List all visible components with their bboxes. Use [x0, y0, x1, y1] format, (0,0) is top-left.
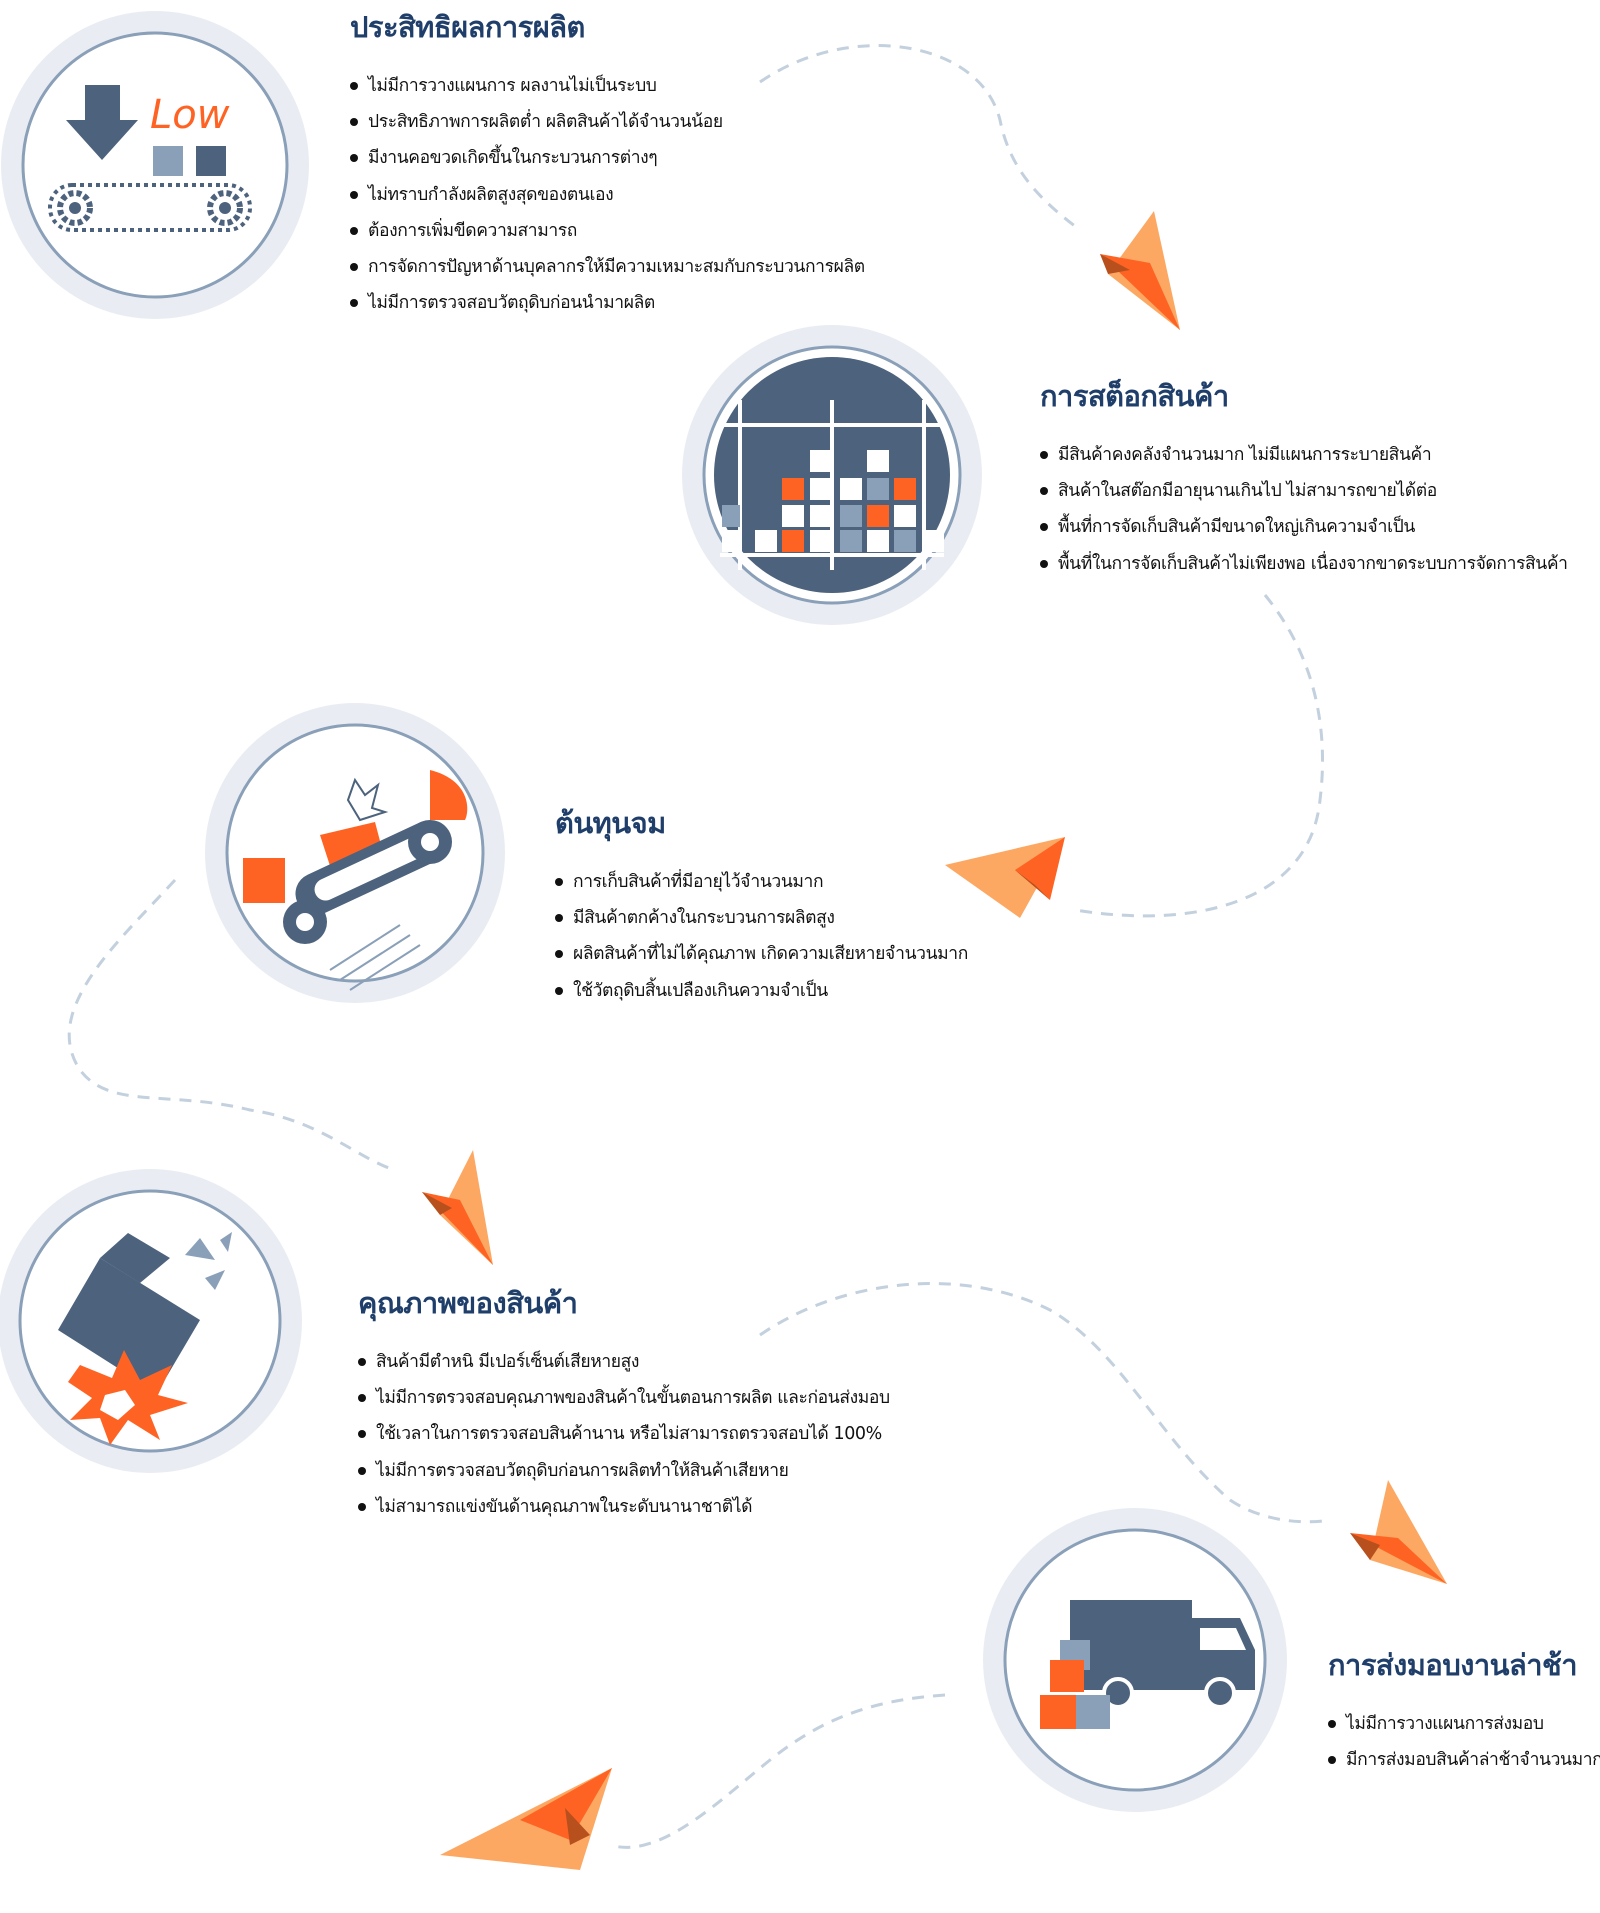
- list-item: สินค้ามีตำหนิ มีเปอร์เซ็นต์เสียหายสูง: [358, 1344, 890, 1380]
- list-item: การเก็บสินค้าที่มีอายุไว้จำนวนมาก: [555, 864, 968, 900]
- paper-plane-icon: [945, 837, 1065, 918]
- section-product-quality: คุณภาพของสินค้า สินค้ามีตำหนิ มีเปอร์เซ็…: [358, 1280, 890, 1525]
- section-late-delivery: การส่งมอบงานล่าช้า ไม่มีการวางแผนการส่งม…: [1328, 1642, 1600, 1778]
- list-item: ใช้วัตถุดิบสิ้นเปลืองเกินความจำเป็น: [555, 973, 968, 1009]
- section-title: การสต็อกสินค้า: [1040, 379, 1229, 413]
- paper-plane-icon: [1100, 211, 1180, 330]
- list-item: มีงานคอขวดเกิดขึ้นในกระบวนการต่างๆ: [350, 140, 865, 176]
- delivery-truck-icon: [983, 1508, 1287, 1812]
- list-item: มีการส่งมอบสินค้าล่าช้าจำนวนมาก: [1328, 1742, 1600, 1778]
- list-item: ไม่มีการตรวจสอบวัตถุดิบก่อนนำมาผลิต: [350, 285, 865, 321]
- section-title: คุณภาพของสินค้า: [358, 1286, 578, 1320]
- list-item: ไม่มีการตรวจสอบวัตถุดิบก่อนการผลิตทำให้ส…: [358, 1453, 890, 1489]
- section-sunk-cost: ต้นทุนจม การเก็บสินค้าที่มีอายุไว้จำนวนม…: [555, 800, 968, 1009]
- bullet-list: การเก็บสินค้าที่มีอายุไว้จำนวนมาก มีสินค…: [555, 864, 968, 1009]
- broken-conveyor-icon: [205, 703, 505, 1003]
- list-item: มีสินค้าตกค้างในกระบวนการผลิตสูง: [555, 900, 968, 936]
- list-item: ผลิตสินค้าที่ไม่ได้คุณภาพ เกิดความเสียหา…: [555, 936, 968, 972]
- list-item: ใช้เวลาในการตรวจสอบสินค้านาน หรือไม่สามา…: [358, 1416, 890, 1452]
- paper-plane-icon: [440, 1768, 612, 1870]
- list-item: ไม่มีการวางแผนการส่งมอบ: [1328, 1706, 1600, 1742]
- list-item: สินค้าในสต๊อกมีอายุนานเกินไป ไม่สามารถขา…: [1040, 473, 1568, 509]
- section-title: ประสิทธิผลการผลิต: [350, 10, 585, 44]
- damaged-box-icon: [0, 1169, 302, 1473]
- low-production-conveyor-icon: Low: [1, 11, 309, 319]
- warehouse-shelf-icon: [682, 325, 982, 625]
- list-item: ต้องการเพิ่มขีดความสามารถ: [350, 213, 865, 249]
- section-inventory: การสต็อกสินค้า มีสินค้าคงคลังจำนวนมาก ไม…: [1040, 373, 1568, 582]
- list-item: พื้นที่การจัดเก็บสินค้ามีขนาดใหญ่เกินควา…: [1040, 509, 1568, 545]
- list-item: ประสิทธิภาพการผลิตต่ำ ผลิตสินค้าได้จำนวน…: [350, 104, 865, 140]
- dashed-path: [67, 44, 1331, 1849]
- list-item: การจัดการปัญหาด้านบุคลากรให้มีความเหมาะส…: [350, 249, 865, 285]
- section-production-efficiency: ประสิทธิผลการผลิต ไม่มีการวางแผนการ ผลงา…: [350, 4, 865, 321]
- bullet-list: มีสินค้าคงคลังจำนวนมาก ไม่มีแผนการระบายส…: [1040, 437, 1568, 582]
- list-item: มีสินค้าคงคลังจำนวนมาก ไม่มีแผนการระบายส…: [1040, 437, 1568, 473]
- bullet-list: สินค้ามีตำหนิ มีเปอร์เซ็นต์เสียหายสูง ไม…: [358, 1344, 890, 1525]
- low-label: Low: [150, 92, 230, 138]
- bullet-list: ไม่มีการวางแผนการส่งมอบ มีการส่งมอบสินค้…: [1328, 1706, 1600, 1778]
- list-item: ไม่มีการตรวจสอบคุณภาพของสินค้าในขั้นตอนก…: [358, 1380, 890, 1416]
- bullet-list: ไม่มีการวางแผนการ ผลงานไม่เป็นระบบ ประสิ…: [350, 68, 865, 321]
- list-item: ไม่ทราบกำลังผลิตสูงสุดของตนเอง: [350, 177, 865, 213]
- section-title: การส่งมอบงานล่าช้า: [1328, 1648, 1578, 1682]
- section-title: ต้นทุนจม: [555, 806, 666, 840]
- list-item: ไม่มีการวางแผนการ ผลงานไม่เป็นระบบ: [350, 68, 865, 104]
- list-item: พื้นที่ในการจัดเก็บสินค้าไม่เพียงพอ เนื่…: [1040, 546, 1568, 582]
- paper-plane-icon: [422, 1150, 493, 1265]
- list-item: ไม่สามารถแข่งขันด้านคุณภาพในระดับนานาชาต…: [358, 1489, 890, 1525]
- paper-plane-icon: [1350, 1480, 1447, 1584]
